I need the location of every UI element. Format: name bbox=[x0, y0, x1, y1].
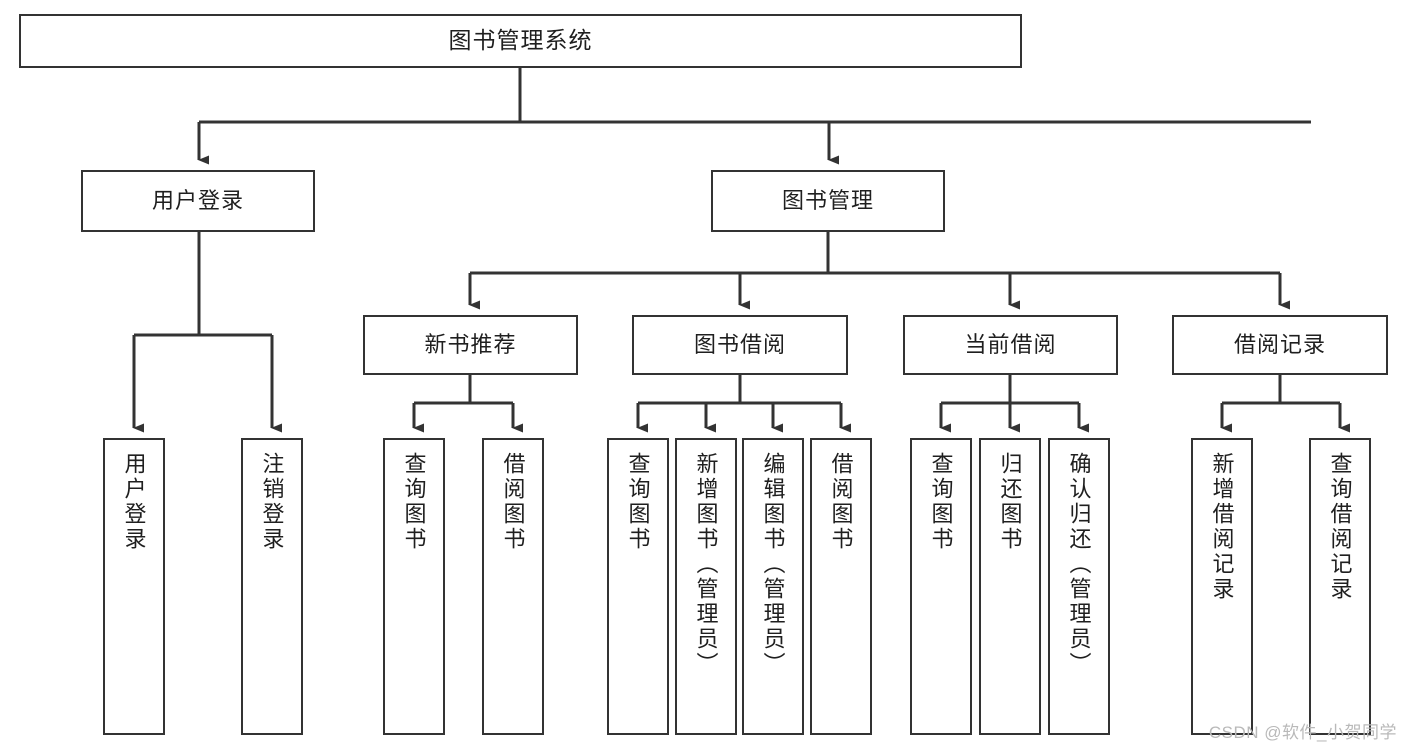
leaf-borrow-add-book[interactable]: 新增图书（管理员） bbox=[675, 438, 737, 735]
node-label: 图书管理 bbox=[781, 187, 874, 213]
node-label: 借阅记录 bbox=[1233, 331, 1326, 357]
node-label: 当前借阅 bbox=[964, 331, 1057, 357]
node-user-login[interactable]: 用户登录 bbox=[81, 170, 315, 232]
node-new-book-recommend[interactable]: 新书推荐 bbox=[363, 315, 578, 375]
leaf-record-add-record[interactable]: 新增借阅记录 bbox=[1191, 438, 1253, 735]
leaf-recommend-borrow-book[interactable]: 借阅图书 bbox=[482, 438, 544, 735]
leaf-current-query-book[interactable]: 查询图书 bbox=[910, 438, 972, 735]
node-label: 新书推荐 bbox=[424, 331, 517, 357]
leaf-recommend-query-book[interactable]: 查询图书 bbox=[383, 438, 445, 735]
leaf-borrow-edit-book[interactable]: 编辑图书（管理员） bbox=[742, 438, 804, 735]
leaf-borrow-query-book[interactable]: 查询图书 bbox=[607, 438, 669, 735]
node-label: 归还图书 bbox=[997, 452, 1023, 552]
node-label: 编辑图书（管理员） bbox=[760, 452, 786, 677]
node-book-borrow[interactable]: 图书借阅 bbox=[632, 315, 848, 375]
node-label: 查询图书 bbox=[625, 452, 651, 552]
node-label: 新增借阅记录 bbox=[1209, 452, 1235, 602]
node-current-borrow[interactable]: 当前借阅 bbox=[903, 315, 1118, 375]
node-label: 图书借阅 bbox=[693, 331, 786, 357]
node-label: 查询借阅记录 bbox=[1327, 452, 1353, 602]
node-label: 图书管理系统 bbox=[448, 27, 593, 54]
node-label: 借阅图书 bbox=[828, 452, 854, 552]
node-label: 新增图书（管理员） bbox=[693, 452, 719, 677]
node-label: 查询图书 bbox=[928, 452, 954, 552]
leaf-user-login-logout[interactable]: 注销登录 bbox=[241, 438, 303, 735]
node-label: 用户登录 bbox=[121, 452, 147, 552]
csdn-watermark: CSDN @软件_小贺同学 bbox=[1208, 723, 1397, 742]
node-label: 查询图书 bbox=[401, 452, 427, 552]
node-label: 确认归还（管理员） bbox=[1066, 452, 1092, 677]
node-label: 用户登录 bbox=[151, 187, 244, 213]
node-label: 注销登录 bbox=[259, 452, 285, 552]
node-borrow-record[interactable]: 借阅记录 bbox=[1172, 315, 1388, 375]
node-root-system[interactable]: 图书管理系统 bbox=[19, 14, 1022, 68]
node-book-management[interactable]: 图书管理 bbox=[711, 170, 945, 232]
leaf-record-query-record[interactable]: 查询借阅记录 bbox=[1309, 438, 1371, 735]
leaf-borrow-borrow-book[interactable]: 借阅图书 bbox=[810, 438, 872, 735]
leaf-user-login-login[interactable]: 用户登录 bbox=[103, 438, 165, 735]
node-label: 借阅图书 bbox=[500, 452, 526, 552]
leaf-current-confirm-return[interactable]: 确认归还（管理员） bbox=[1048, 438, 1110, 735]
leaf-current-return-book[interactable]: 归还图书 bbox=[979, 438, 1041, 735]
